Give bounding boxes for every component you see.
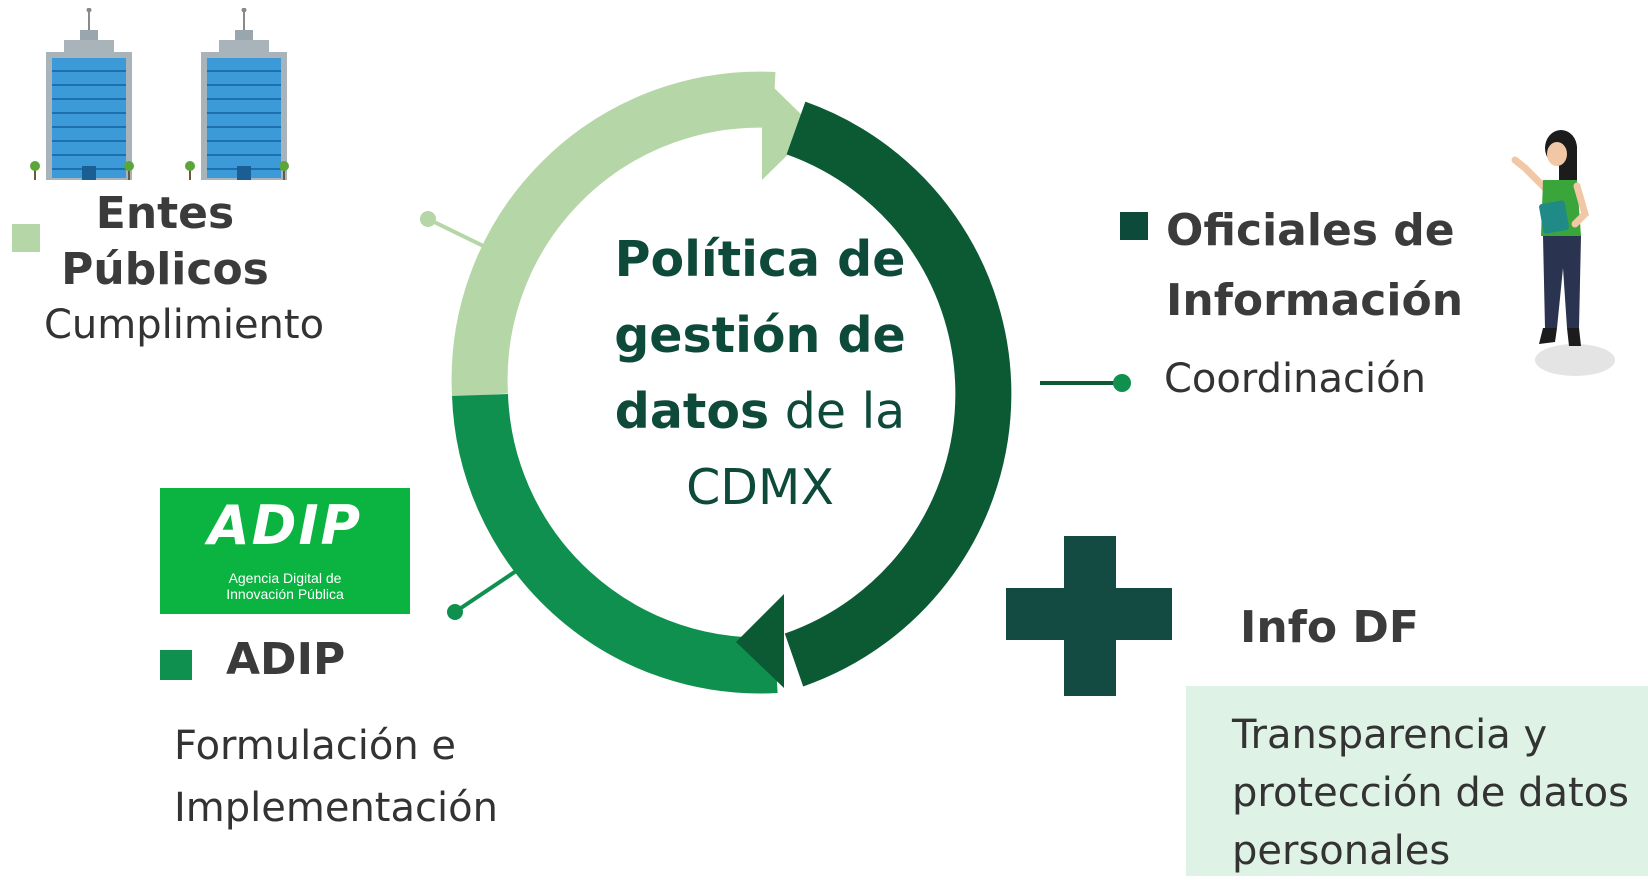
oficiales-subtitle: Coordinación	[1164, 356, 1426, 402]
office-building-icon	[30, 8, 289, 180]
legend-square-oficiales	[1120, 212, 1148, 240]
adip-title: ADIP	[226, 634, 346, 685]
adip-logo-caption: Agencia Digital de Innovación Pública	[160, 570, 410, 602]
arrowhead-light	[762, 76, 815, 180]
legend-square-adip	[160, 650, 192, 680]
plus-icon	[1006, 536, 1172, 696]
infodf-box-line1: Transparencia y	[1232, 712, 1548, 758]
arc-dark	[784, 101, 1012, 687]
oficiales-title-line1: Oficiales de	[1166, 205, 1455, 256]
infodf-title: Info DF	[1240, 602, 1419, 653]
adip-logo-text: ADIP	[207, 494, 363, 557]
connector-dot-entes	[420, 211, 436, 227]
adip-logo: ADIP Agencia Digital de Innovación Públi…	[160, 488, 410, 614]
adip-logo-caption-line1: Agencia Digital de	[228, 570, 342, 586]
adip-subtitle-line1: Formulación e	[174, 723, 456, 769]
infodf-box-text: Transparencia y protección de datos pers…	[1232, 706, 1629, 880]
infodf-box-line2: protección de datos	[1232, 770, 1629, 816]
legend-square-entes	[12, 224, 40, 252]
center-line3: datos de la	[560, 374, 960, 450]
entes-title-line2: Públicos	[61, 244, 269, 295]
infodf-box-line3: personales	[1232, 828, 1451, 874]
center-line2: gestión de	[614, 307, 906, 364]
center-line3-bold: datos	[614, 383, 770, 440]
arc-light	[451, 71, 776, 397]
entes-subtitle: Cumplimiento	[44, 302, 325, 348]
adip-logo-caption-line2: Innovación Pública	[226, 586, 344, 602]
entes-title-line1: Entes	[95, 188, 235, 239]
woman-with-clipboard-icon	[1511, 130, 1615, 376]
entes-title: Entes Públicos	[60, 186, 270, 298]
center-line4: CDMX	[686, 459, 834, 516]
center-line1: Política de	[614, 231, 906, 288]
arc-mid	[452, 393, 778, 694]
center-title: Política de gestión de datos de la CDMX	[560, 222, 960, 526]
center-line3-rest: de la	[769, 383, 906, 440]
arrowhead-dark-top	[736, 594, 784, 688]
adip-subtitle: Formulación e Implementación	[174, 715, 498, 839]
connector-dot-oficiales	[1113, 374, 1131, 392]
connector-dot-adip	[447, 604, 463, 620]
oficiales-title: Oficiales de Información	[1166, 196, 1463, 336]
adip-subtitle-line2: Implementación	[174, 785, 498, 831]
infodf-box: Transparencia y protección de datos pers…	[1186, 686, 1648, 876]
oficiales-title-line2: Información	[1166, 275, 1464, 326]
